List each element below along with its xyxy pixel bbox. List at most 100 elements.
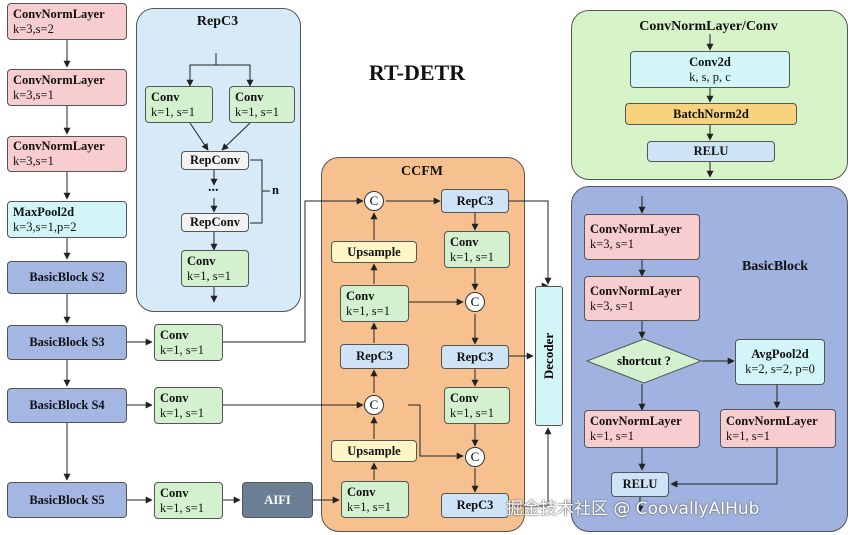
node-name: Conv	[347, 484, 376, 499]
backbone-basicblock-s5: BasicBlock S5	[7, 482, 127, 518]
node-params: k=2, s=2, p=0	[745, 362, 815, 376]
node-name: RepC3	[356, 349, 393, 363]
bb-relu-node: RELU	[611, 472, 669, 497]
node-name: Conv	[450, 390, 479, 405]
ccfm-repc3-r4: RepC3	[441, 493, 509, 518]
node-name: Conv	[160, 390, 189, 405]
node-name: BasicBlock S3	[29, 335, 105, 349]
node-params: k=1, s=1	[160, 500, 204, 515]
ccfm-upsample-2: Upsample	[331, 440, 417, 462]
node-name: MaxPool2d	[13, 204, 75, 219]
node-params: k=3, s=1	[590, 298, 634, 313]
node-name: Conv	[346, 288, 375, 303]
node-name: RepC3	[456, 349, 494, 364]
node-name: AvgPool2d	[751, 347, 809, 361]
watermark: 掘金技术社区 @ CoovallyAIHub	[506, 499, 760, 519]
concat-circle-1: C	[364, 191, 384, 211]
node-name: RepC3	[456, 193, 494, 208]
node-params: k=1, s=1	[151, 104, 195, 119]
ccfm-conv-mid: Conv k=1, s=1	[340, 285, 409, 322]
node-name: BatchNorm2d	[673, 106, 749, 121]
node-params: k=1, s=1	[450, 249, 494, 264]
node-params: k=1, s=1	[235, 104, 279, 119]
conv2d-node: Conv2d k, s, p, c	[630, 51, 790, 88]
node-name: Upsample	[347, 244, 401, 259]
node-name: Conv	[450, 234, 479, 249]
repconv-1: RepConv	[181, 151, 249, 170]
ccfm-conv-r3: Conv k=1, s=1	[444, 387, 510, 424]
aifi-block: AIFI	[242, 482, 313, 518]
repc3-region-title: RepC3	[196, 14, 239, 29]
node-name: BasicBlock S4	[29, 398, 105, 412]
batchnorm2d-node: BatchNorm2d	[625, 103, 797, 125]
repc3-conv-out: Conv k=1, s=1	[181, 250, 249, 287]
node-name: ConvNormLayer	[590, 222, 682, 236]
backbone-basicblock-s4: BasicBlock S4	[7, 388, 127, 423]
concat-circle-2: C	[364, 395, 384, 415]
node-params: k=3, s=1	[590, 237, 634, 251]
node-params: k=1, s=1	[450, 405, 494, 420]
bb-avgpool2d: AvgPool2d k=2, s=2, p=0	[735, 339, 825, 385]
decoder-label: Decoder	[541, 332, 556, 380]
node-name: Conv	[160, 327, 189, 342]
node-name: Conv2d	[689, 54, 731, 69]
lateral-conv-s4: Conv k=1, s=1	[154, 387, 223, 424]
bb-convnormlayer-1: ConvNormLayer k=3, s=1	[584, 214, 700, 260]
conv-region-title: ConvNormLayer/Conv	[639, 19, 778, 34]
repconv-2: RepConv	[181, 213, 249, 232]
repc3-conv-b: Conv k=1, s=1	[229, 86, 295, 123]
node-name: RepConv	[189, 153, 240, 167]
ccfm-upsample-1: Upsample	[331, 241, 417, 263]
backbone-convnormlayer-3: ConvNormLayer k=3,s=1	[7, 136, 127, 172]
node-name: ConvNormLayer	[590, 283, 682, 298]
bb-convnormlayer-4: ConvNormLayer k=1, s=1	[720, 409, 836, 448]
node-name: Conv	[151, 89, 180, 104]
node-params: k=1, s=1	[160, 405, 204, 420]
shortcut-label: shortcut ?	[617, 353, 671, 368]
node-name: Conv	[187, 253, 216, 268]
ccfm-conv-bottom: Conv k=1, s=1	[341, 481, 409, 518]
node-params: k=3,s=1,p=2	[13, 219, 77, 234]
node-params: k, s, p, c	[689, 69, 731, 84]
conv-relu-node: RELU	[647, 141, 775, 162]
node-name: Upsample	[347, 443, 401, 458]
backbone-convnormlayer-1: ConvNormLayer k=3,s=2	[7, 3, 127, 40]
node-name: ConvNormLayer	[13, 72, 105, 87]
backbone-convnormlayer-2: ConvNormLayer k=3,s=1	[7, 69, 127, 106]
node-params: k=3,s=1	[13, 154, 54, 168]
node-params: k=1, s=1	[726, 428, 770, 443]
backbone-maxpool2d: MaxPool2d k=3,s=1,p=2	[7, 201, 127, 238]
basicblock-region-title: BasicBlock	[741, 259, 809, 274]
node-params: k=1, s=1	[347, 499, 391, 514]
concat-circle-3: C	[465, 292, 485, 312]
shortcut-decision: shortcut ?	[586, 338, 702, 384]
ccfm-repc3-top: RepC3	[441, 189, 509, 213]
node-params: k=3,s=1	[13, 87, 54, 102]
backbone-basicblock-s2: BasicBlock S2	[7, 261, 127, 294]
concat-circle-4: C	[465, 447, 485, 467]
node-name: BasicBlock S5	[29, 492, 105, 507]
node-params: k=1, s=1	[590, 429, 634, 443]
ccfm-region-title: CCFM	[401, 164, 443, 179]
lateral-conv-s3: Conv k=1, s=1	[154, 324, 223, 361]
bb-convnormlayer-2: ConvNormLayer k=3, s=1	[584, 276, 700, 321]
lateral-conv-s5: Conv k=1, s=1	[154, 482, 223, 519]
ccfm-conv-r1: Conv k=1, s=1	[444, 231, 510, 268]
node-name: ConvNormLayer	[13, 139, 105, 153]
node-name: RepConv	[189, 215, 240, 229]
node-name: Conv	[235, 89, 264, 104]
node-name: ConvNormLayer	[13, 6, 105, 21]
ccfm-repc3-r2: RepC3	[441, 345, 509, 369]
node-params: k=1, s=1	[160, 342, 204, 357]
decoder-block: Decoder	[535, 286, 563, 426]
node-name: ConvNormLayer	[590, 414, 682, 428]
page-title: RT-DETR	[368, 60, 466, 85]
node-params: k=1, s=1	[187, 268, 231, 283]
node-params: k=1, s=1	[346, 303, 390, 318]
repconv-dots: ...	[208, 180, 219, 195]
node-name: AIFI	[264, 492, 291, 507]
repc3-conv-a: Conv k=1, s=1	[145, 86, 213, 123]
ccfm-repc3-left: RepC3	[340, 344, 409, 369]
